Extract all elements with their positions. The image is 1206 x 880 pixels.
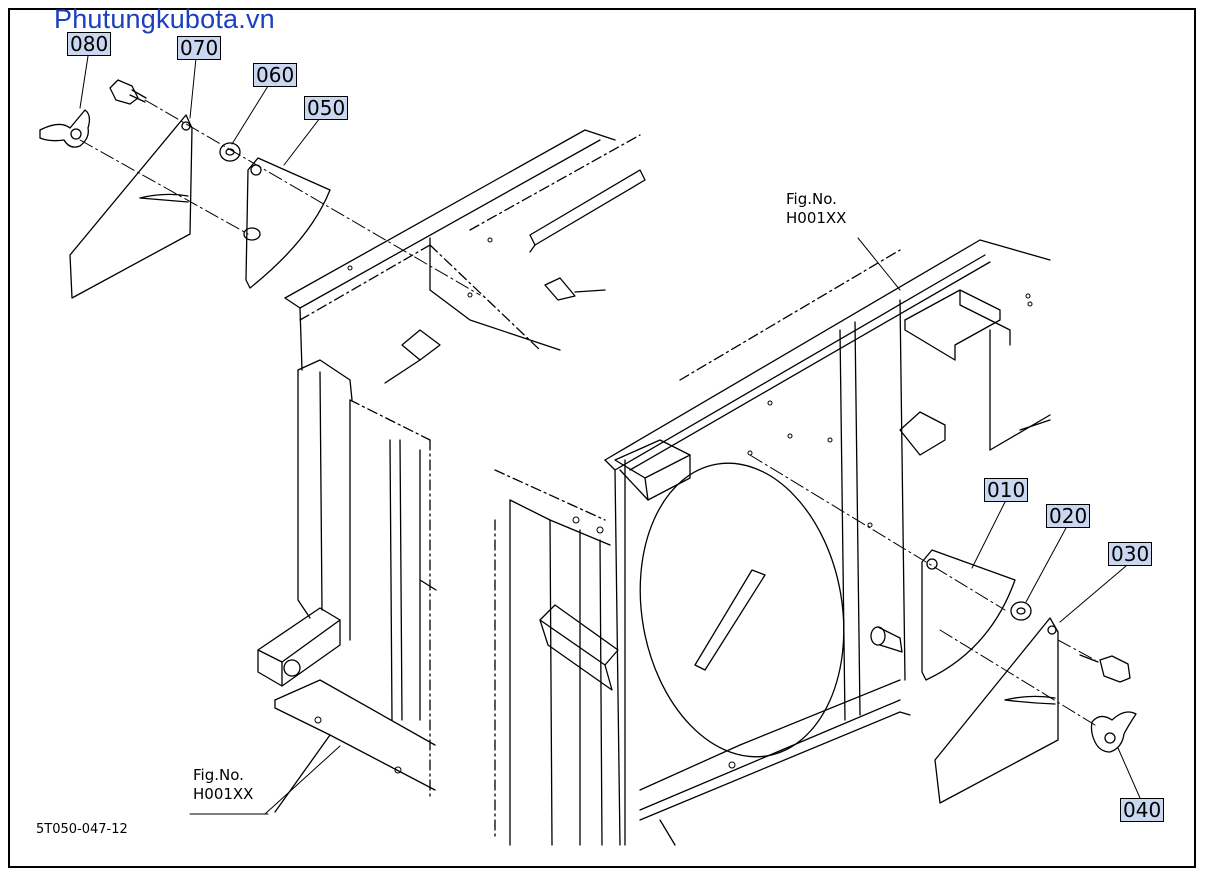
callout-060[interactable]: 060 (253, 63, 298, 87)
left-side-panel (257, 359, 437, 813)
callout-050[interactable]: 050 (304, 96, 349, 120)
leader-lines (79, 55, 1141, 815)
part-bolt-left (109, 79, 147, 105)
left-rail-bracket (384, 169, 646, 384)
assembly-axes (79, 99, 1096, 726)
drawing-frame (8, 8, 1196, 868)
watermark-text: Phutungkubota.vn (54, 4, 275, 34)
fig-ref-upper-label: Fig.No. (786, 190, 837, 208)
part-040-wingnut (1090, 711, 1137, 753)
part-070-plate (69, 114, 193, 299)
part-020-washer (1010, 601, 1032, 621)
fig-ref-upper-code: H001XX (786, 209, 847, 227)
part-050-plate (243, 157, 331, 289)
callout-040[interactable]: 040 (1120, 798, 1165, 822)
callout-030[interactable]: 030 (1108, 542, 1153, 566)
part-030-plate (934, 617, 1059, 804)
part-010-plate (921, 549, 1016, 681)
fig-ref-lower-label: Fig.No. (193, 766, 244, 784)
right-frame (494, 239, 1051, 846)
fig-ref-upper: Fig.No. H001XX (786, 190, 846, 228)
part-bolt-right (1079, 654, 1131, 683)
callout-010[interactable]: 010 (984, 478, 1029, 502)
callout-020[interactable]: 020 (1046, 504, 1091, 528)
mounting-holes (314, 237, 1033, 774)
fig-ref-lower: Fig.No. H001XX (193, 766, 253, 804)
callout-070[interactable]: 070 (177, 36, 222, 60)
fig-ref-lower-code: H001XX (193, 785, 254, 803)
part-080-wingnut (39, 109, 91, 148)
callout-080[interactable]: 080 (67, 32, 112, 56)
left-frame-top-rail (284, 129, 641, 371)
drawing-number: 5T050-047-12 (36, 822, 128, 837)
